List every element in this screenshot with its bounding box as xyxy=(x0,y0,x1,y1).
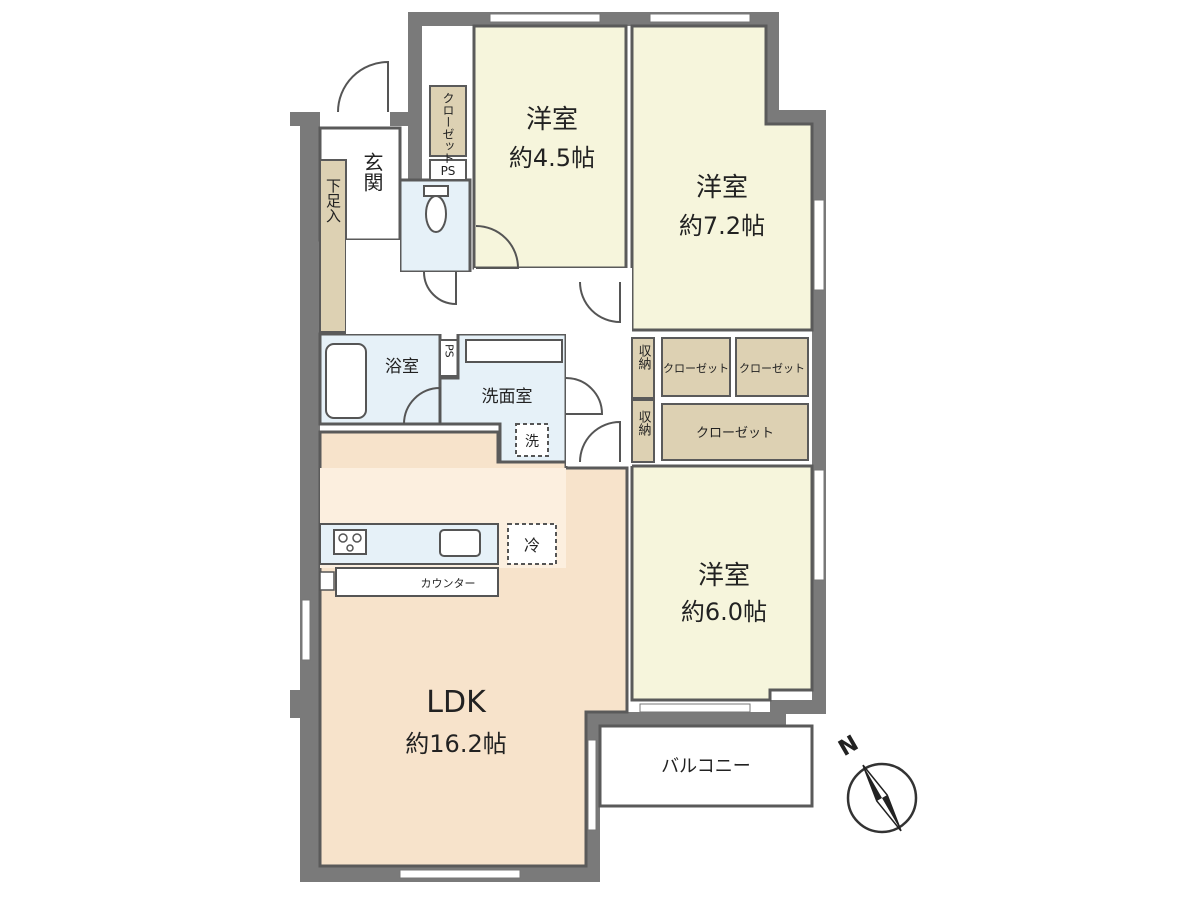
counter-bar xyxy=(335,567,499,597)
closet-b xyxy=(735,337,809,397)
compass-north-label: N xyxy=(835,731,863,762)
closet-wide-label: クローゼット xyxy=(696,426,774,441)
western-room-a-size: 約4.5帖 xyxy=(509,144,595,172)
shoe-box xyxy=(319,159,347,333)
western-room-b-size: 約7.2帖 xyxy=(679,212,765,240)
ldk-name: LDK xyxy=(426,685,487,720)
closet-a-label: クローゼット xyxy=(663,362,729,375)
ps-bath-label: PS xyxy=(443,344,456,358)
washbasin-counter xyxy=(465,339,563,363)
closet-a xyxy=(661,337,731,397)
western-room-c-name: 洋室 xyxy=(698,561,750,591)
toilet-tank-icon xyxy=(423,185,449,197)
western-room-c-size: 約6.0帖 xyxy=(681,598,767,626)
ps-top-label: PS xyxy=(441,164,456,178)
counter-label: カウンター xyxy=(421,577,476,590)
fridge-label: 冷 xyxy=(524,536,540,555)
toilet-icon xyxy=(425,195,447,233)
washer-label: 洗 xyxy=(525,434,539,450)
closet-wide xyxy=(661,403,809,461)
western-room-a-name: 洋室 xyxy=(526,105,578,135)
stove-icon xyxy=(333,529,367,555)
hallway-floor xyxy=(346,240,632,466)
fridge-box xyxy=(507,523,557,565)
ldk-size: 約16.2帖 xyxy=(405,730,506,758)
western-room-a-floor xyxy=(472,24,628,270)
entrance-label: 玄関 xyxy=(360,152,384,192)
compass-needle-icon xyxy=(862,764,902,832)
doors xyxy=(337,60,621,463)
bathtub-icon xyxy=(325,343,367,419)
storage-a-label: 収納 xyxy=(636,344,652,371)
balcony-label: バルコニー xyxy=(661,756,751,777)
bathroom-label: 浴室 xyxy=(385,357,419,377)
western-room-b-name: 洋室 xyxy=(696,173,748,203)
compass: N xyxy=(835,731,918,834)
sink-icon xyxy=(439,529,481,557)
washroom-label: 洗面室 xyxy=(482,387,533,407)
closet-small-label: クローゼット xyxy=(441,92,455,164)
western-room-c-floor xyxy=(630,464,814,702)
balcony-floor xyxy=(598,724,814,808)
windows xyxy=(301,13,825,879)
storage-a xyxy=(631,337,655,399)
closet-small xyxy=(429,85,467,157)
shoe-box-label: 下足入 xyxy=(324,178,342,223)
washer-box xyxy=(515,423,549,457)
storage-b xyxy=(631,399,655,463)
ps-top xyxy=(429,159,467,181)
storage-b-label: 収納 xyxy=(636,410,652,437)
closet-b-label: クローゼット xyxy=(739,362,805,375)
